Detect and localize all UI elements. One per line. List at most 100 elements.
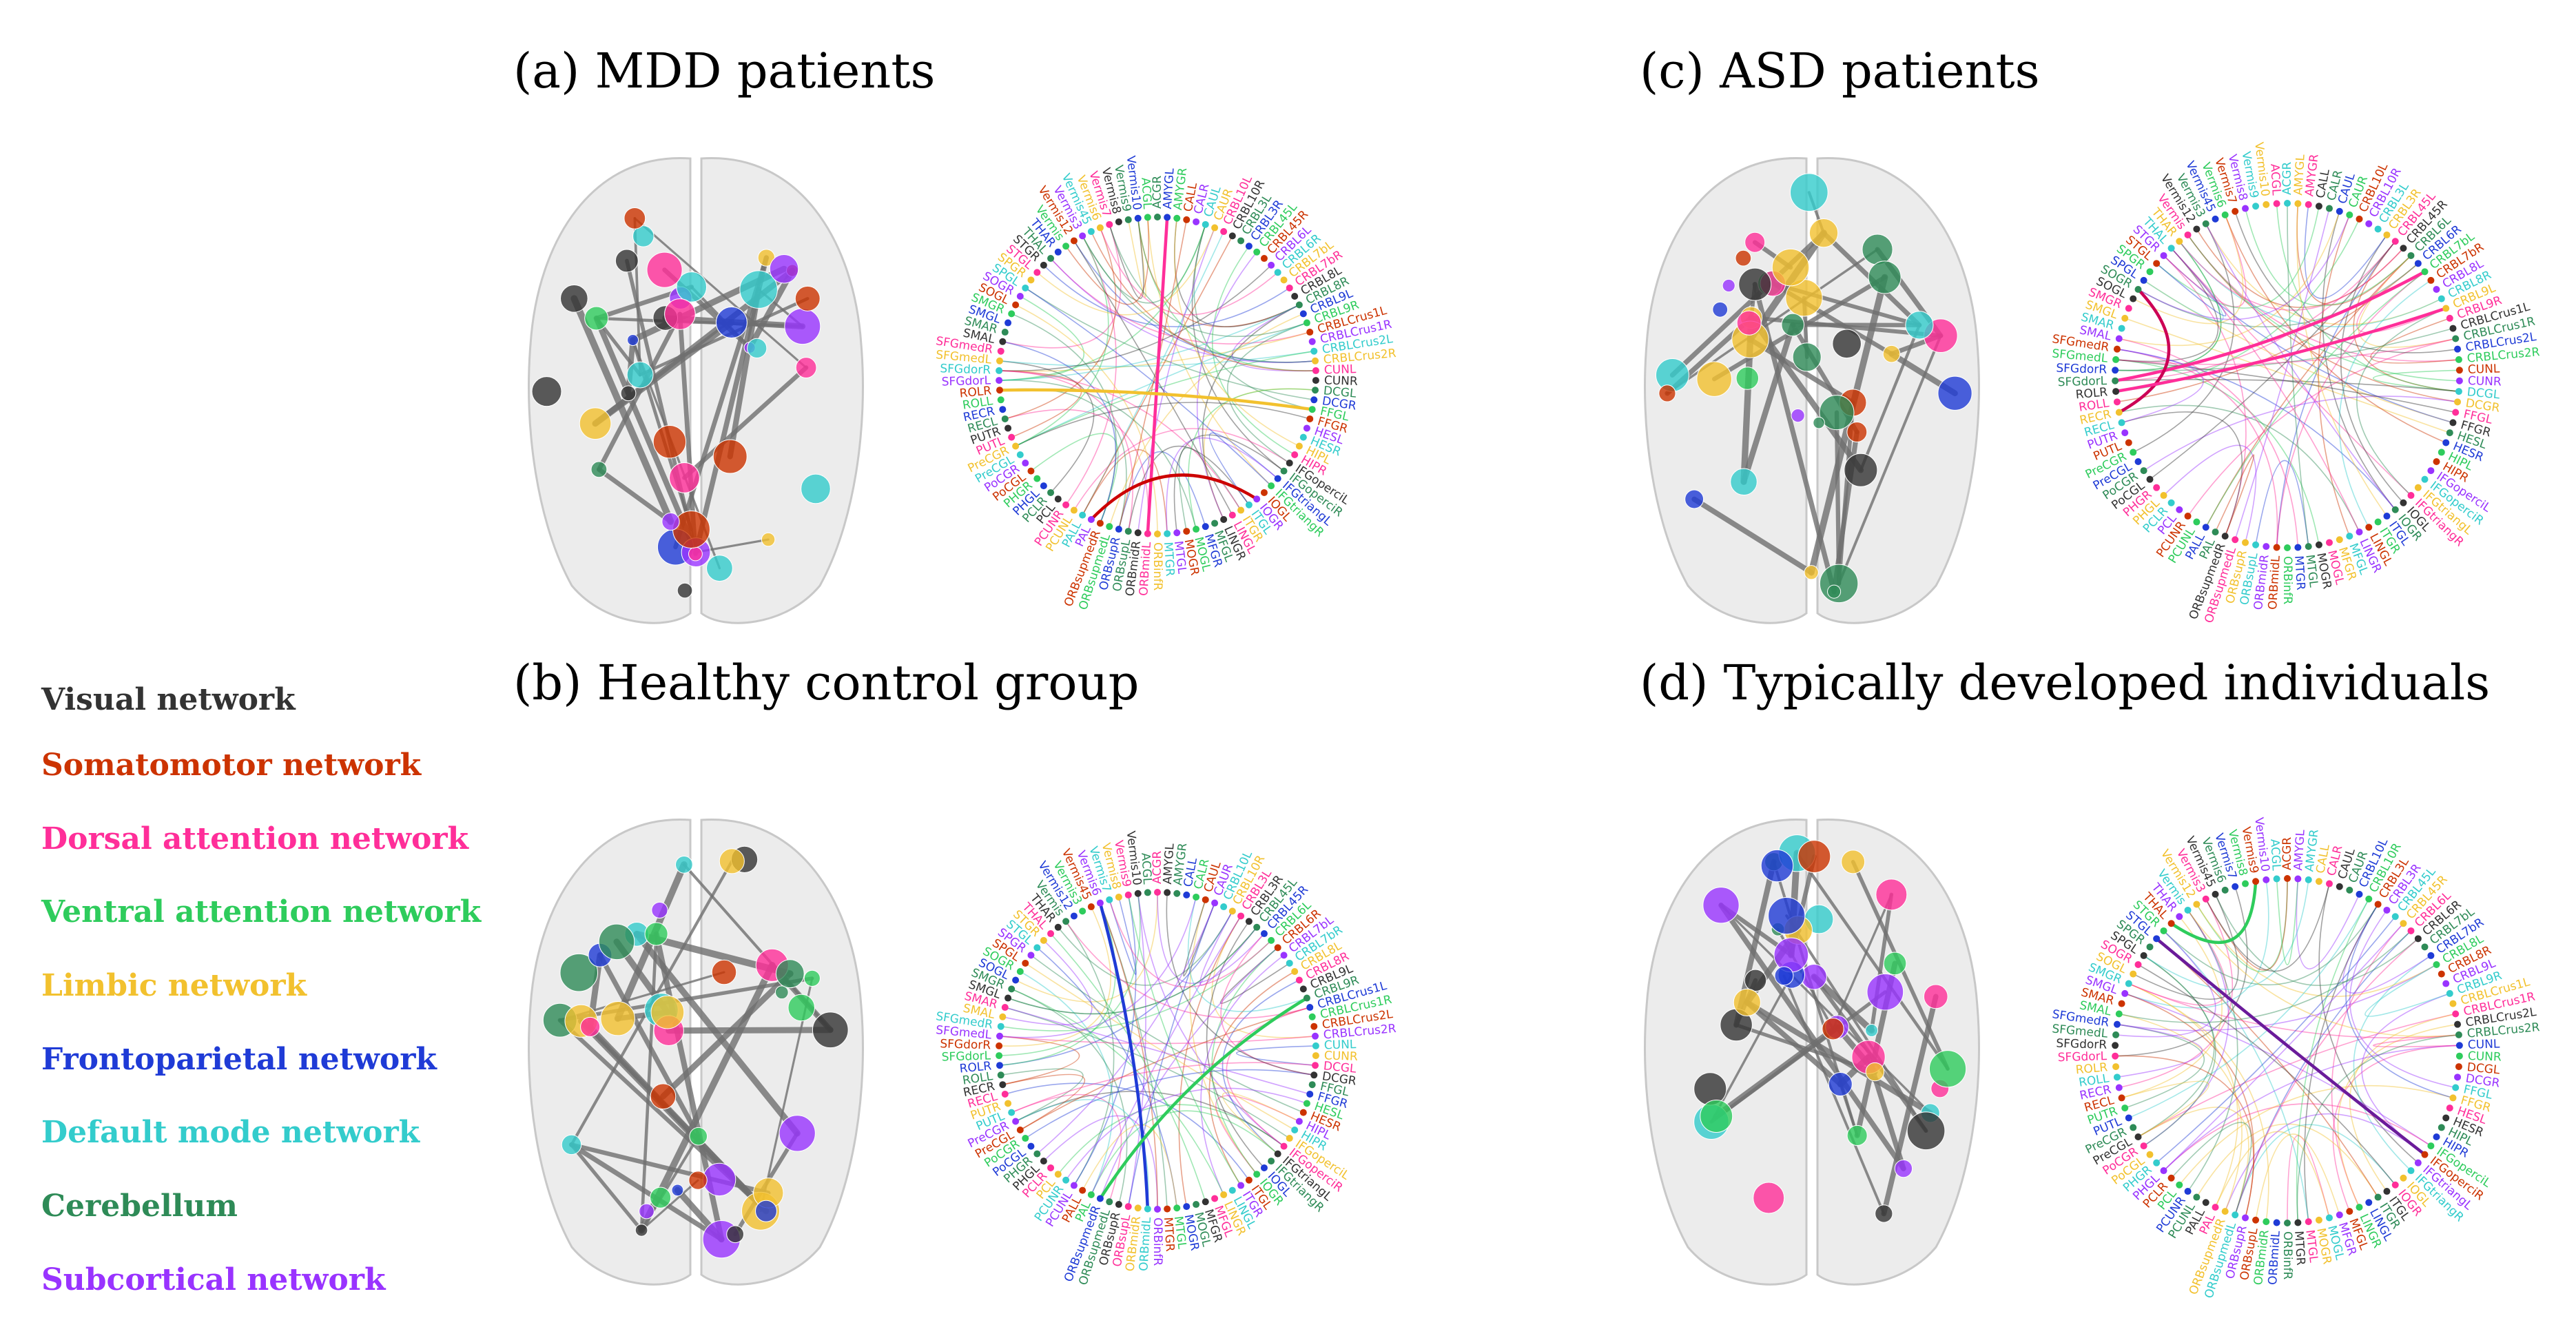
chord-node-dot (1220, 228, 1228, 236)
chord-region-label: ORBinfR (1151, 1217, 1164, 1266)
brain-region-node (579, 407, 612, 440)
chord-node-dot (1008, 985, 1016, 993)
chord-region-label: CUNR (2468, 374, 2502, 389)
brain-region-node (1792, 342, 1822, 372)
chord-node-dot (1303, 1100, 1310, 1107)
chord-link (1127, 445, 1250, 532)
chord-node-dot (1173, 1204, 1181, 1212)
chord-node-dot (2263, 876, 2270, 883)
chord-node-dot (2449, 419, 2457, 427)
chord-link (1137, 218, 1316, 371)
chord-link (999, 265, 1272, 372)
chord-node-dot (1033, 944, 1041, 952)
chord-node-dot (2305, 543, 2312, 551)
chord-node-dot (1245, 1176, 1253, 1184)
chord-node-dot (1008, 433, 1016, 441)
chord-node-dot (1062, 501, 1070, 508)
brain-region-node (650, 995, 685, 1029)
brain-connection-edge (1785, 914, 1928, 1133)
chord-link (2150, 240, 2396, 480)
chord-node-dot (1310, 396, 1318, 404)
chord-node-dot (1280, 952, 1288, 959)
chord-node-dot (2221, 533, 2229, 540)
chord-link (1189, 899, 1257, 1175)
chord-node-dot (2242, 1214, 2249, 1222)
chord-node-dot (1062, 918, 1070, 925)
chord-node-dot (1303, 424, 1310, 432)
chord-node-dot (2193, 901, 2201, 908)
brain-region-node (803, 969, 821, 987)
chord-link (999, 903, 1116, 1067)
brain-region-node (671, 1184, 684, 1197)
chord-node-dot (1115, 218, 1122, 225)
chord-node-dot (1106, 896, 1113, 903)
chord-region-label: CUNL (1324, 1038, 1357, 1052)
brain-region-node (1797, 840, 1831, 874)
chord-node-dot (2284, 544, 2291, 551)
chord-node-dot (2294, 200, 2302, 207)
chord-node-dot (999, 1081, 1007, 1089)
chord-node-dot (1253, 248, 1261, 256)
brain-region-node (672, 511, 710, 548)
chord-region-label: MTGR (2291, 1231, 2307, 1266)
chord-link (2356, 255, 2446, 333)
chord-node-dot (1260, 930, 1268, 938)
chord-link (1030, 433, 1119, 524)
chord-node-dot (2365, 895, 2373, 903)
chord-link (1065, 921, 1310, 1019)
chord-node-dot (2140, 1142, 2147, 1150)
chord-node-dot (1310, 347, 1318, 355)
chord-node-dot (2294, 1219, 2302, 1226)
chord-node-dot (1079, 511, 1086, 519)
brain-region-node (1928, 1050, 1967, 1088)
chord-link (2342, 904, 2431, 994)
chord-link (1000, 940, 1272, 1031)
chord-link (1235, 1045, 1316, 1067)
chord-node-dot (2252, 1216, 2260, 1224)
brain-region-node (1906, 1111, 1946, 1151)
chord-node-dot (1183, 1203, 1191, 1211)
brain-region-node (812, 1011, 849, 1049)
chord-node-dot (2273, 200, 2280, 207)
chord-link (1178, 916, 1241, 1207)
brain-region-node (1768, 896, 1806, 935)
chord-node-dot (2315, 878, 2322, 885)
chord-link (2296, 203, 2388, 517)
chord-link (2170, 247, 2360, 533)
chord-diagram-b: ACGRAMYGLAMYGRCALLCALRCAULCAURCRBL10LCRB… (935, 830, 1397, 1287)
chord-node-dot (1312, 387, 1319, 394)
chord-node-dot (1033, 269, 1041, 276)
chord-node-dot (2400, 1174, 2407, 1182)
chord-node-dot (1312, 1052, 1319, 1060)
chord-link (2178, 1085, 2453, 1186)
chord-link (2353, 955, 2431, 1171)
chord-link-highlight (2155, 937, 2426, 1156)
chord-link (1065, 921, 1115, 1186)
chord-node-dot (2167, 499, 2175, 506)
chord-link (1002, 224, 1122, 349)
chord-link (1050, 258, 1316, 363)
chord-node-dot (1274, 475, 1281, 482)
chord-region-label: SFGdorL (941, 373, 991, 389)
chord-link (2143, 909, 2229, 1147)
chord-node-dot (2391, 913, 2399, 921)
chord-link (2205, 223, 2396, 511)
chord-link (2115, 359, 2320, 545)
chord-node-dot (2442, 439, 2450, 446)
chord-node-dot (2115, 335, 2123, 342)
brain-region-node (1781, 313, 1805, 337)
chord-link (1137, 893, 1285, 1147)
brain-region-node (531, 376, 562, 407)
chord-node-dot (2221, 886, 2229, 894)
chord-link (1065, 1087, 1308, 1181)
chord-link (2121, 916, 2223, 1099)
brain-region-node (1693, 1072, 1727, 1106)
brain-region-node (635, 1224, 648, 1237)
chord-node-dot (1202, 523, 1209, 531)
chord-link (1222, 1092, 1300, 1155)
chord-node-dot (2427, 952, 2435, 959)
chord-region-label: MTGR (1161, 542, 1177, 577)
chord-node-dot (1260, 1164, 1268, 1171)
chord-link (2115, 1055, 2254, 1218)
chord-link (2349, 909, 2456, 1089)
